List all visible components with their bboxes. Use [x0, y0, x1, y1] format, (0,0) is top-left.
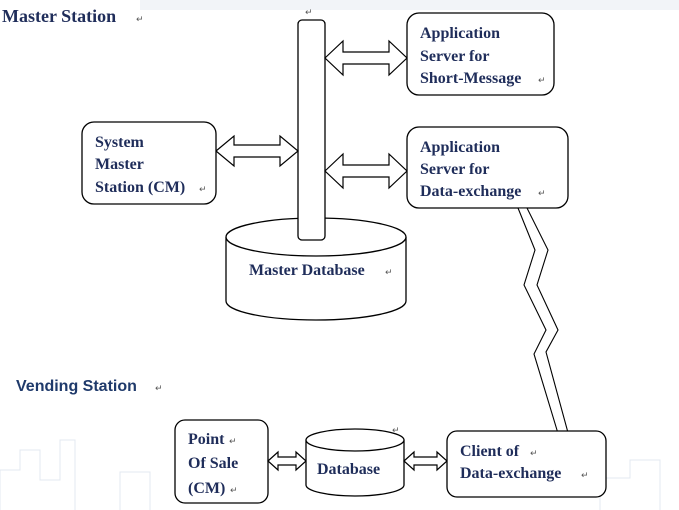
paragraph-mark: ↵	[136, 15, 144, 25]
paragraph-mark: ↵	[155, 384, 163, 394]
master-station-heading: Master Station	[2, 6, 116, 26]
app-server-data-line3: Data-exchange	[420, 183, 521, 200]
paragraph-mark: ↵	[305, 8, 313, 18]
system-master-line2: Master	[95, 156, 144, 173]
vending-database-cylinder	[305, 428, 405, 497]
system-master-line3: Station (CM)	[95, 179, 185, 196]
bus-sms-arrow	[324, 39, 408, 77]
paragraph-mark: ↵	[538, 189, 546, 199]
app-server-sms-line2: Server for	[420, 48, 489, 65]
app-server-data-line2: Server for	[420, 161, 489, 178]
app-server-data-box	[406, 126, 569, 209]
app-server-sms-line3: Short-Message	[420, 70, 521, 87]
system-master-line1: System	[95, 134, 145, 151]
client-data-exchange-line2: Data-exchange	[460, 465, 561, 482]
point-of-sale-line2: Of Sale	[188, 455, 238, 472]
paragraph-mark: ↵	[581, 471, 589, 481]
pos-database-arrow	[267, 450, 307, 472]
system-master-bus-arrow	[215, 134, 299, 168]
point-of-sale-line3: (CM)	[188, 480, 225, 497]
point-of-sale-line1: Point	[188, 431, 225, 448]
bus-data-exchange-arrow	[324, 152, 408, 190]
communication-bus	[297, 19, 326, 241]
paragraph-mark: ↵	[230, 486, 238, 496]
master-database-label: Master Database	[249, 262, 365, 279]
top-background-band	[140, 0, 679, 10]
paragraph-mark: ↵	[392, 426, 400, 436]
paragraph-mark: ↵	[538, 76, 546, 86]
wireless-link-icon	[517, 207, 571, 441]
app-server-sms-box	[406, 12, 555, 96]
paragraph-mark: ↵	[229, 437, 237, 447]
paragraph-mark: ↵	[199, 185, 207, 195]
paragraph-mark: ↵	[385, 268, 393, 278]
database-client-arrow	[403, 450, 448, 472]
vending-database-label: Database	[317, 461, 380, 478]
paragraph-mark: ↵	[530, 449, 538, 459]
app-server-data-line1: Application	[420, 139, 500, 156]
system-master-box	[81, 121, 217, 205]
app-server-sms-line1: Application	[420, 25, 500, 42]
client-data-exchange-line1: Client of	[460, 443, 520, 460]
client-data-exchange-box	[446, 430, 607, 498]
vending-station-heading: Vending Station	[16, 378, 137, 395]
